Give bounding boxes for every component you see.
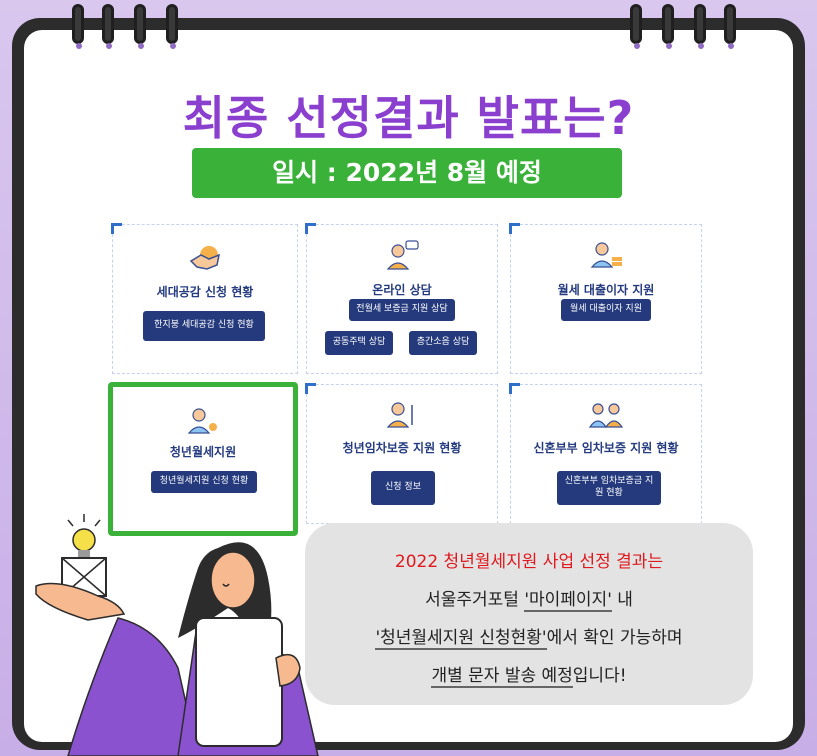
card-newlywed-lease-guarantee: 신혼부부 임차보증 지원 현황 신혼부부 임차보증금 지원 현황	[509, 383, 702, 524]
noise-consult-button[interactable]: 층간소음 상담	[409, 331, 477, 355]
apartment-consult-button[interactable]: 공동주택 상담	[325, 331, 393, 355]
card-title: 청년임차보증 지원 현황	[342, 441, 462, 455]
page-title: 최종 선정결과 발표는?	[182, 91, 635, 145]
rent-loan-interest-button[interactable]: 월세 대출이자 지원	[561, 299, 651, 321]
binder-ring-icon	[694, 4, 706, 49]
notice-line-3: '청년월세지원 신청현황'에서 확인 가능하며	[305, 623, 753, 650]
binder-ring-icon	[102, 4, 114, 49]
young-person-icon	[187, 408, 217, 434]
notice-line-1: 2022 청년월세지원 사업 선정 결과는	[394, 552, 664, 572]
date-banner: 일시 : 2022년 8월 예정	[192, 148, 622, 198]
binder-ring-icon	[134, 4, 146, 49]
notice-text: 내	[611, 590, 633, 610]
rent-deposit-consult-button[interactable]: 전월세 보증금 지원 상담	[349, 299, 455, 321]
notice-text: 입니다!	[572, 666, 627, 686]
card-online-consult: 온라인 상담 전월세 보증금 지원 상담 공동주택 상담 층간소음 상담	[305, 223, 498, 374]
binder-ring-icon	[72, 4, 84, 49]
status-highlight: '청년월세지원 신청현황'	[375, 628, 547, 650]
binder-ring-icon	[166, 4, 178, 49]
binder-ring-icon	[630, 4, 642, 49]
handshake-icon	[189, 246, 221, 270]
notice-line-4: 개별 문자 발송 예정입니다!	[305, 661, 753, 688]
binder-ring-icon	[662, 4, 674, 49]
card-title: 청년월세지원	[169, 445, 237, 459]
card-generation-empathy: 세대공감 신청 현황 한지붕 세대공감 신청 현황	[111, 223, 298, 374]
woman-illustration	[35, 514, 319, 756]
coins-person-icon	[590, 242, 622, 268]
newlywed-status-button[interactable]: 신혼부부 임차보증금 지원 현황	[557, 471, 661, 505]
card-youth-lease-guarantee: 청년임차보증 지원 현황 신청 정보	[305, 383, 498, 524]
card-title: 신혼부부 임차보증 지원 현황	[533, 441, 679, 455]
mypage-highlight: '마이페이지'	[524, 590, 612, 612]
notice-line-2: 서울주거포털 '마이페이지' 내	[305, 585, 753, 612]
youth-rent-status-button[interactable]: 청년월세지원 신청 현황	[151, 471, 257, 493]
lightbulb-icon	[67, 514, 101, 557]
notice-text: 서울주거포털	[425, 590, 525, 610]
binder-ring-icon	[724, 4, 736, 49]
card-rent-loan-interest: 월세 대출이자 지원 월세 대출이자 지원	[509, 223, 702, 374]
generation-empathy-status-button[interactable]: 한지붕 세대공감 신청 현황	[143, 311, 265, 341]
card-title: 세대공감 신청 현황	[156, 285, 254, 299]
card-youth-rent-support: 청년월세지원 청년월세지원 신청 현황	[108, 382, 298, 536]
sms-highlight: 개별 문자 발송 예정	[431, 666, 573, 688]
application-info-button[interactable]: 신청 정보	[371, 471, 435, 505]
card-title: 월세 대출이자 지원	[557, 283, 655, 297]
notice-text: 에서 확인 가능하며	[546, 628, 683, 648]
card-title: 온라인 상담	[372, 283, 432, 297]
couple-icon	[588, 403, 624, 428]
consultant-icon	[386, 240, 419, 270]
notice-bubble: 2022 청년월세지원 사업 선정 결과는 서울주거포털 '마이페이지' 내 '…	[305, 523, 753, 705]
clerk-icon	[386, 402, 413, 428]
